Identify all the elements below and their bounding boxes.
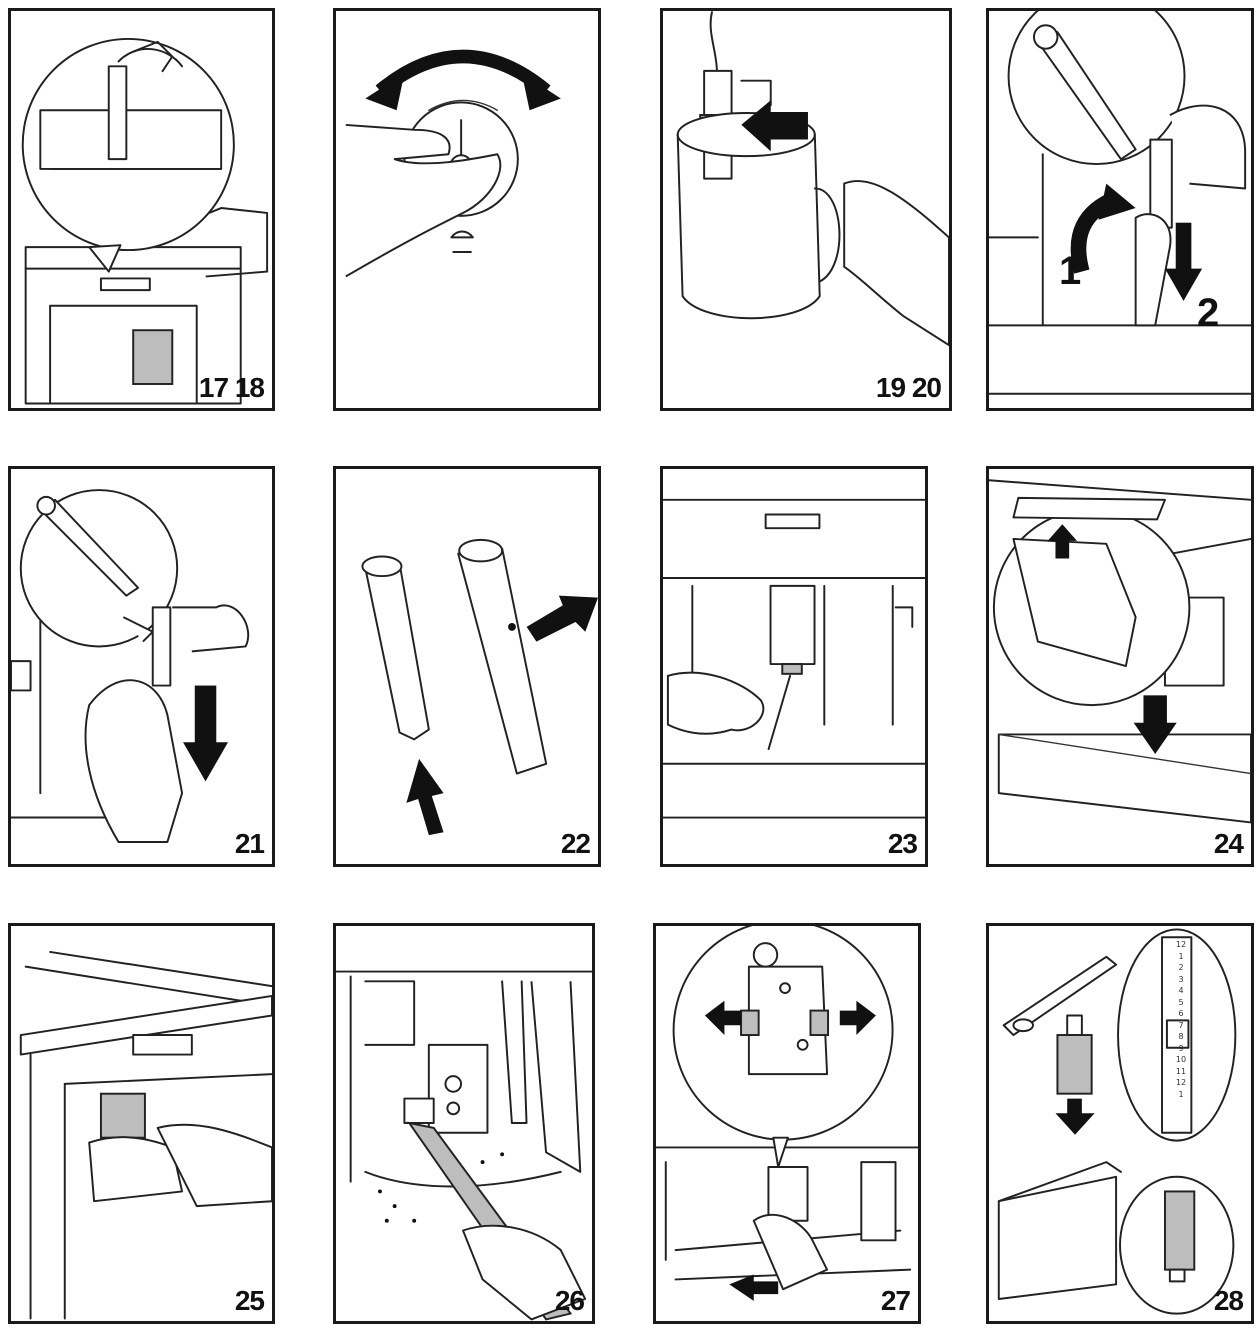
scale-label: 5	[1178, 997, 1184, 1007]
down-arrow-icon	[183, 742, 229, 782]
panel-number: 28	[1213, 1285, 1244, 1316]
down-arrow-icon	[1164, 268, 1203, 301]
rotate-arrow-icon	[1098, 183, 1136, 220]
tube-parts-illustration	[361, 538, 598, 836]
down-arrow-icon	[1055, 1098, 1095, 1135]
panel-dial	[333, 8, 601, 411]
panel-24: 24	[986, 466, 1254, 867]
drip-tray-illustration	[989, 479, 1251, 824]
scale-label: 6	[1178, 1009, 1184, 1018]
nozzle-clean-illustration	[663, 498, 925, 819]
up-arrow-icon	[406, 758, 444, 836]
panel-number: 24	[1213, 828, 1244, 859]
tube-pull-down-illustration	[11, 489, 250, 843]
panel-number: 25	[234, 1285, 265, 1316]
water-filter-illustration	[997, 928, 1237, 1315]
scale-label: 11	[1175, 1066, 1187, 1076]
panel-number: 22	[560, 828, 591, 859]
left-arrow-icon	[365, 73, 405, 111]
hopper-insert-illustration	[21, 37, 269, 405]
scale-label: 2	[1178, 963, 1184, 972]
milk-tube-removal-illustration	[989, 11, 1251, 395]
panel-23: 23	[660, 466, 928, 867]
panel-25: 25	[8, 923, 275, 1324]
panel-22: 22	[333, 466, 601, 867]
panel-milk-tube-removal: 1 2	[986, 8, 1254, 411]
wipe-surface-illustration	[19, 950, 272, 1320]
down-arrow-icon	[1133, 722, 1177, 754]
scale-label: 3	[1178, 974, 1184, 984]
scale-label: 9	[1178, 1043, 1184, 1053]
scale-label: 7	[1178, 1020, 1184, 1030]
scale-label: 1	[1178, 1089, 1184, 1099]
scale-label: 12	[1175, 940, 1187, 949]
right-arrow-icon	[704, 1000, 742, 1036]
panel-26: 26	[333, 923, 595, 1324]
vacuum-clean-illustration	[336, 970, 592, 1321]
right-arrow-icon	[521, 73, 561, 111]
panel-number: 23	[887, 828, 918, 859]
panel-number: 26	[554, 1285, 585, 1316]
panel-number: 21	[234, 828, 265, 859]
milk-tube-container-illustration	[676, 11, 949, 347]
left-arrow-icon	[839, 1000, 876, 1036]
scale-label: 4	[1178, 986, 1184, 995]
panel-number: 17 18	[198, 372, 265, 403]
dial-turn-illustration	[345, 49, 561, 278]
up-arrow-icon	[1047, 524, 1077, 559]
step-number-one: 1	[1059, 249, 1082, 293]
left-arrow-icon	[729, 1274, 779, 1301]
panel-27: 27	[653, 923, 921, 1324]
scale-label: 10	[1175, 1055, 1187, 1064]
panel-number: 19 20	[875, 372, 942, 403]
panel-21: 21	[8, 466, 275, 867]
brew-unit-removal-illustration	[656, 926, 918, 1301]
scale-label: 8	[1178, 1032, 1184, 1041]
panel-19-20: 19 20	[660, 8, 952, 411]
scale-label: 12	[1175, 1078, 1187, 1087]
scale-label: 1	[1178, 951, 1184, 961]
step-number-two: 2	[1197, 291, 1220, 335]
arrow-icon	[741, 100, 808, 152]
arrow-icon	[526, 595, 598, 642]
panel-number: 27	[880, 1285, 911, 1316]
panel-17-18: 17 18	[8, 8, 275, 411]
